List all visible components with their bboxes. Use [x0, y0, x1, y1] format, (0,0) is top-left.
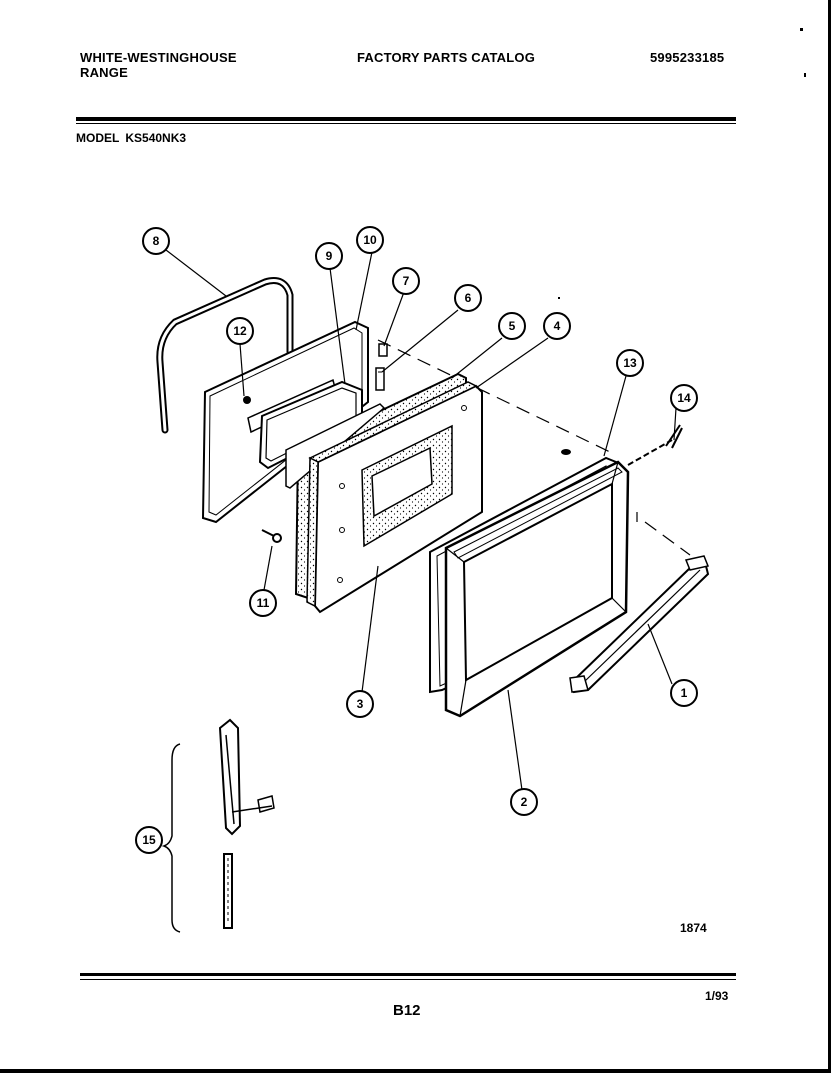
- callout-8: 8: [142, 227, 170, 255]
- callout-3: 3: [346, 690, 374, 718]
- callout-label: 11: [257, 596, 270, 610]
- callout-14: 14: [670, 384, 698, 412]
- header-rule-thick: [76, 117, 736, 121]
- footer-rule-thin: [80, 979, 736, 980]
- callout-label: 7: [403, 274, 410, 288]
- callout-2: 2: [510, 788, 538, 816]
- callout-9: 9: [315, 242, 343, 270]
- outer-door-panel-part: [444, 460, 630, 718]
- callout-10: 10: [356, 226, 384, 254]
- callout-label: 14: [677, 391, 691, 405]
- revision-date: 1/93: [705, 989, 729, 1003]
- screw-12: [243, 396, 251, 404]
- screw-11: [261, 529, 282, 543]
- header-rule-thin: [76, 123, 736, 124]
- callout-label: 4: [554, 319, 561, 333]
- hinge-pin-part: [627, 424, 683, 466]
- callout-leaders: [165, 249, 677, 791]
- model-number: KS540NK3: [125, 131, 187, 145]
- callout-label: 15: [142, 833, 156, 847]
- product-type: RANGE: [80, 65, 128, 80]
- scan-speck: [804, 73, 806, 77]
- callout-label: 13: [623, 356, 637, 370]
- callout-label: 10: [363, 233, 377, 247]
- callout-4: 4: [543, 312, 571, 340]
- callout-15: 15: [135, 826, 163, 854]
- catalog-title: FACTORY PARTS CATALOG: [357, 50, 536, 65]
- scan-speck: [558, 297, 560, 299]
- callout-6: 6: [454, 284, 482, 312]
- callout-label: 3: [357, 697, 364, 711]
- brand-name: WHITE-WESTINGHOUSE: [80, 50, 237, 65]
- callout-label: 9: [326, 249, 333, 263]
- door-hinge-assembly-part: [161, 718, 275, 933]
- callout-label: 12: [233, 324, 247, 338]
- page-number: B12: [393, 1002, 421, 1019]
- callout-12: 12: [226, 317, 254, 345]
- door-clip-part: [375, 343, 388, 391]
- callout-5: 5: [498, 312, 526, 340]
- assembly-dashed-lines: [377, 339, 691, 556]
- callout-label: 8: [153, 234, 160, 248]
- callout-label: 5: [509, 319, 516, 333]
- brand-header: WHITE-WESTINGHOUSE RANGE: [80, 50, 237, 80]
- door-handle-part: [569, 555, 710, 694]
- callout-label: 2: [521, 795, 528, 809]
- callout-7: 7: [392, 267, 420, 295]
- callout-label: 1: [681, 686, 688, 700]
- inner-door-panel-part: [306, 381, 483, 614]
- scan-speck: [800, 28, 803, 31]
- callout-11: 11: [249, 589, 277, 617]
- callout-label: 6: [465, 291, 472, 305]
- callout-13: 13: [616, 349, 644, 377]
- model-label: MODEL: [76, 131, 120, 145]
- footer-rule-thick: [80, 973, 736, 976]
- drawing-number: 1874: [680, 921, 707, 935]
- callout-1: 1: [670, 679, 698, 707]
- model-line: MODEL KS540NK3: [76, 131, 192, 145]
- catalog-number: 5995233185: [650, 50, 725, 65]
